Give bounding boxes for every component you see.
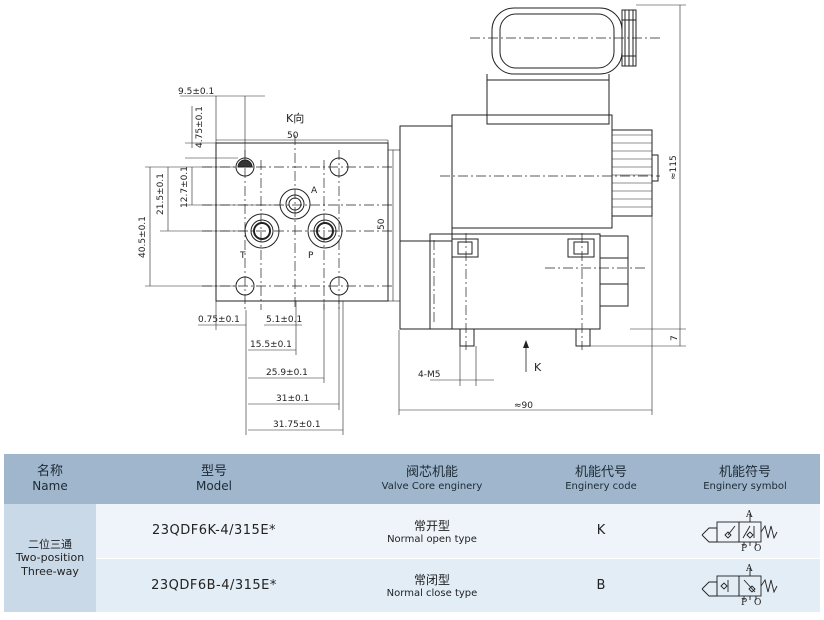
dim-15-5: 15.5±0.1 [250, 340, 292, 350]
k-view-dim-lines [145, 95, 400, 435]
model-cell: 23QDF6B-4/315E* [96, 557, 332, 612]
svg-text:P: P [741, 544, 747, 552]
dim-90: ≈90 [514, 401, 533, 411]
drawing-svg: K向 A T P 9.5±0.1 4.75±0.1 50 50 40.5±0.1… [138, 4, 686, 435]
table-row: 二位三通 Two-position Three-way 23QDF6K-4/31… [4, 504, 820, 612]
svg-text:A: A [745, 510, 753, 520]
dim-115: ≈115 [669, 155, 679, 180]
dim-50-top: 50 [287, 131, 299, 141]
dim-31: 31±0.1 [276, 394, 309, 404]
dim-7: 7 [670, 335, 680, 341]
port-p [307, 213, 343, 249]
technical-drawing: K向 A T P 9.5±0.1 4.75±0.1 50 50 40.5±0.1… [138, 4, 686, 435]
dim-4-75: 4.75±0.1 [195, 106, 205, 148]
mount-hole-mark [237, 159, 253, 168]
port-label-p: P [308, 251, 314, 261]
code-cell: K [532, 504, 670, 559]
dim-0-75: 0.75±0.1 [198, 315, 240, 325]
base-plate-outline [215, 142, 389, 302]
k-arrow-head [523, 340, 529, 348]
symbol-cell: A P O [670, 557, 820, 612]
model-cell: 23QDF6K-4/315E* [96, 504, 332, 559]
dim-50-right: 50 [377, 218, 387, 230]
mount-hole-br [329, 276, 349, 296]
center-lines [202, 135, 395, 310]
valve-symbol-icon: A P O [701, 564, 778, 608]
dim-31-75: 31.75±0.1 [273, 420, 321, 430]
dim-9-5: 9.5±0.1 [178, 87, 214, 97]
svg-text:A: A [745, 564, 753, 574]
mount-hole-tr [329, 157, 349, 177]
dim-12-7: 12.7±0.1 [180, 166, 190, 208]
dim-4-m5: 4-M5 [418, 370, 440, 380]
svg-text:P: P [741, 598, 747, 606]
valve-symbol-icon: A P O [701, 510, 778, 554]
view-label: K向 [286, 111, 304, 125]
valve-side-view [398, 4, 686, 415]
code-cell: B [532, 557, 670, 612]
dim-25-9: 25.9±0.1 [266, 368, 308, 378]
dim-5-1: 5.1±0.1 [266, 315, 302, 325]
dim-40-5: 40.5±0.1 [138, 216, 148, 258]
dim-21-5: 21.5±0.1 [156, 173, 166, 215]
svg-text:O: O [754, 544, 761, 552]
svg-text:O: O [754, 598, 761, 606]
k-arrow-label: K [534, 361, 542, 374]
name-cell: 二位三通 Two-position Three-way [4, 504, 96, 612]
port-label-t: T [239, 251, 246, 261]
port-label-a: A [311, 186, 318, 196]
port-a [279, 188, 311, 220]
symbol-cell: A P O [670, 504, 820, 559]
